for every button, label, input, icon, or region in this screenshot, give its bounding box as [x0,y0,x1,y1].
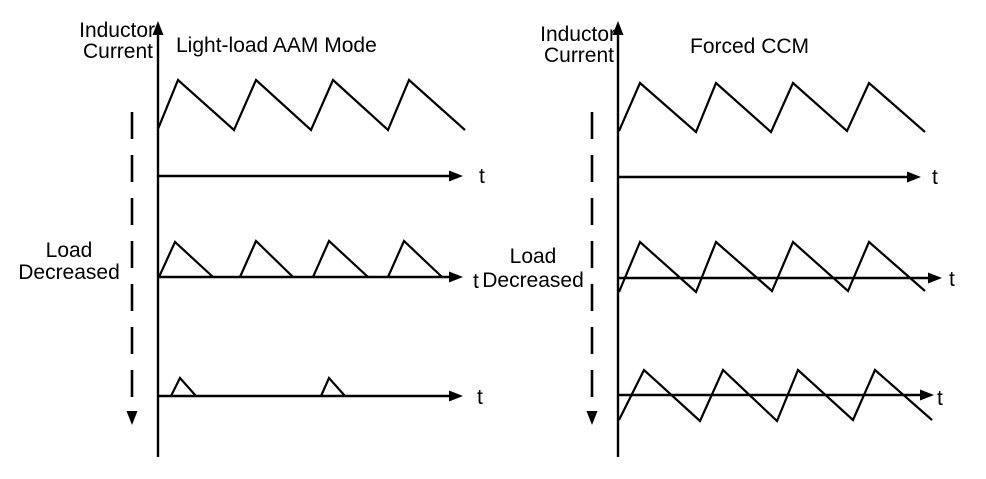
left-waveform-row1-ccm-sawtooth [156,78,466,132]
right-time-label-row2: t [949,268,955,291]
left-waveform-row2-dcm-triangles [157,239,443,278]
left-y-axis-label-line1: Inductor [79,19,155,42]
left-time-label-row2: t [473,270,479,293]
right-y-axis-label-line1: Inductor [540,23,616,46]
right-y-axis-label-line2: Current [544,44,614,67]
left-time-label-row1: t [479,165,485,188]
right-time-label-row3: t [937,387,943,410]
right-load-label-line1: Load [510,245,557,268]
right-waveform-row2-ccm-crossing-zero [617,240,926,294]
left-load-label-line1: Load [46,239,93,262]
right-diagram-forced-ccm: Inductor Current Forced CCM Load Decreas… [482,21,955,457]
left-diagram-aam-mode: Inductor Current Light-load AAM Mode Loa… [18,19,485,457]
right-waveform-row1-ccm-sawtooth [617,81,926,134]
left-waveform-row3-pulse-skipping [170,375,346,397]
left-y-axis-label-line2: Current [83,40,153,63]
left-time-label-row3: t [477,386,483,409]
right-load-label-line2: Decreased [482,269,584,292]
left-diagram-title: Light-load AAM Mode [176,34,377,57]
right-time-label-row1: t [932,166,938,189]
right-waveform-row3-ccm-zero-average [618,368,933,423]
left-load-label-line2: Decreased [18,261,120,284]
right-diagram-title: Forced CCM [690,35,809,58]
